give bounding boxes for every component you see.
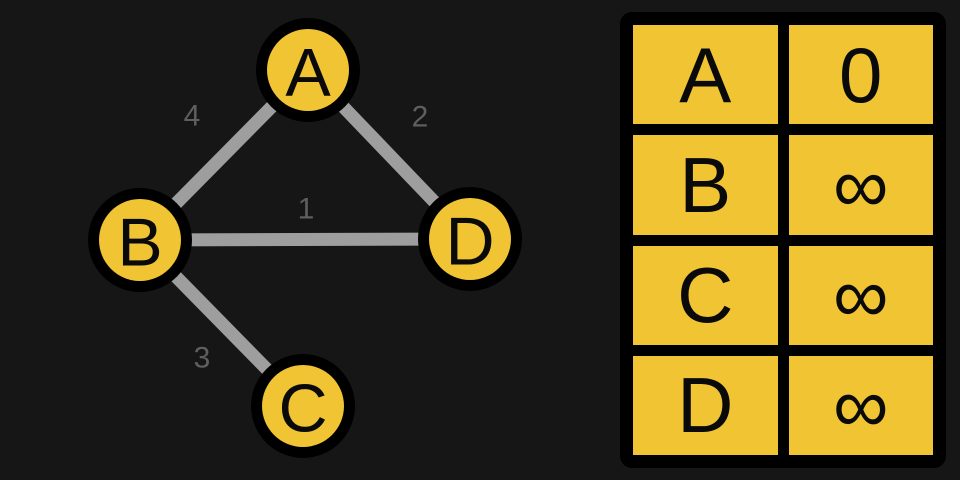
edge-weight-B-D: 1 (298, 193, 315, 226)
node-B-label: B (117, 205, 162, 281)
node-C-circle (262, 365, 344, 447)
edge-weight-A-D: 2 (412, 101, 429, 134)
edge-weight-A-B: 4 (184, 100, 201, 133)
table-cell-distance-c: ∞ (788, 245, 933, 345)
table-cell-node-d: D (633, 355, 778, 455)
table-cell-distance-b: ∞ (788, 135, 933, 235)
node-D-label: D (445, 204, 494, 280)
node-A-circle (267, 29, 349, 111)
table-cell-distance-a: 0 (788, 25, 933, 125)
edge-B-D (139, 232, 471, 247)
node-C-label: C (278, 371, 327, 447)
table-cell-node-b: B (633, 135, 778, 235)
node-B-circle (99, 199, 181, 281)
table-cell-distance-d: ∞ (788, 355, 933, 455)
graph-canvas: 4 2 1 3 A B C D (88, 18, 522, 458)
node-A-label: A (285, 35, 331, 111)
distance-table: A 0 B ∞ C ∞ D ∞ (620, 12, 946, 468)
edge-weight-B-C: 3 (194, 342, 211, 375)
table-cell-node-a: A (633, 25, 778, 125)
node-D-circle (429, 198, 511, 280)
table-cell-node-c: C (633, 245, 778, 345)
